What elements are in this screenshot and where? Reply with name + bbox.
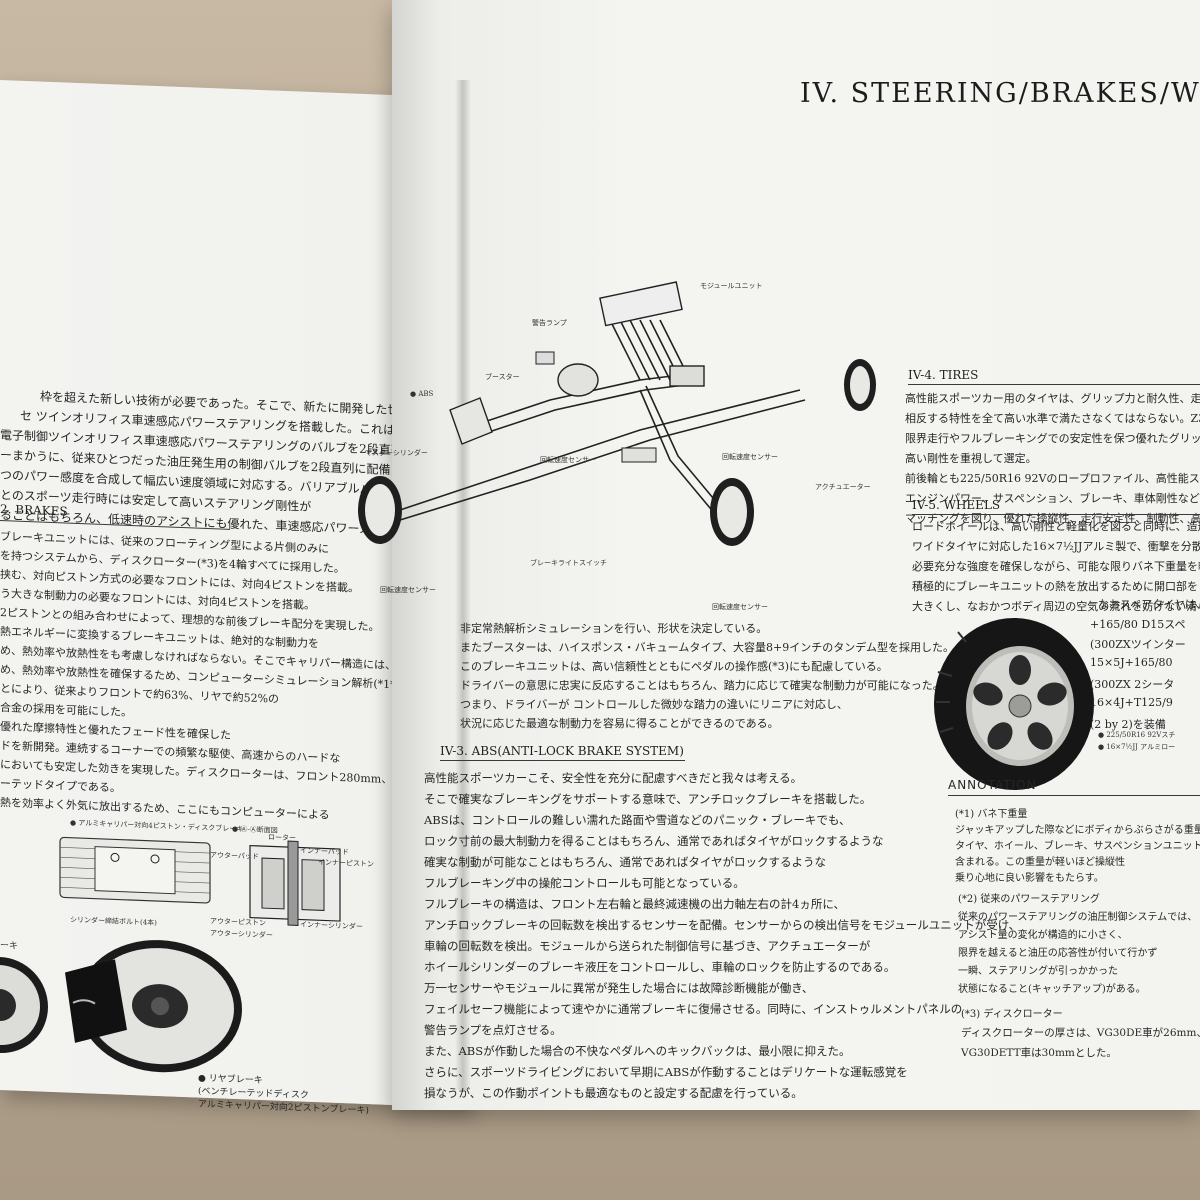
text-line: ーテッドタイプである。 [0, 777, 121, 795]
text-line: (300ZX 2シータ [1090, 678, 1175, 691]
text-line: そこで確実なブレーキングをサポートする意味で、アンチロックブレーキを搭載した。 [424, 792, 872, 806]
text-line: フルブレーキの構造は、フロント左右輪と最終減速機の出力軸左右の計4ヵ所に、 [424, 897, 845, 911]
section-rule [912, 514, 1200, 515]
label-booster: ブースター [485, 373, 520, 381]
note-title: (*1) バネ下重量 [955, 809, 1028, 820]
front-brake-disc-image [0, 956, 48, 1054]
note-line: 含まれる。この重量が軽いほど操縦性 [955, 857, 1125, 868]
text-line: また、ABSが作動した場合の不快なペダルへのキックバックは、最小限に抑えた。 [424, 1044, 851, 1058]
text-line: フェイルセーフ機能によって速やかに通常ブレーキに復帰させる。同時に、インストゥル… [424, 1002, 963, 1016]
abs-system-diagram [358, 281, 876, 546]
label-rotor: ローター [268, 833, 296, 843]
text-line: さらに、スポーツドライビングにおいて早期にABSが作動することはデリケートな運転… [424, 1065, 908, 1079]
brakes-section-title: 2. BRAKES [0, 502, 68, 519]
text-line: 相反する特性を全て高い水準で満たさなくてはならない。Z32では [905, 412, 1200, 425]
tire-wheel-image [934, 618, 1094, 790]
right-page [392, 0, 1200, 1110]
note-title: (*3) ディスクローター [961, 1009, 1063, 1020]
rear-brake-disc-image [65, 940, 242, 1073]
tire-caption-2: ● 16×7½JJ アルミロー [1098, 743, 1176, 751]
annotation-rule [948, 795, 1200, 796]
text-line: 高い剛性を重視して選定。 [905, 452, 1037, 465]
text-line: ロック寸前の最大制動力を得ることはもちろん、通常であればタイヤがロックするような [424, 834, 884, 848]
text-line: アンチロックブレーキの回転数を検出するセンサーを配備。センサーからの検出信号をモ… [424, 918, 1021, 932]
text-line: ロードホイールは、高い剛性と軽量化を図ると同時に、造形的な配慮 [912, 520, 1200, 533]
note-line: 従来のパワーステアリングの油圧制御システムでは、 [958, 912, 1198, 923]
section-heading: IV. STEERING/BRAKES/WHE [800, 78, 1200, 109]
note-line: VG30DETT車は30mmとした。 [961, 1047, 1117, 1059]
text-line: +165/80 D15スペ [1090, 618, 1186, 631]
abs-diagram-title: ● ABS [410, 390, 434, 398]
text-line: またブースターは、ハイスポンス・バキュームタイプ、大容量8+9インチのタンデム型… [460, 641, 955, 654]
label-speed-sensor-1: 回転速度センサー [540, 456, 596, 464]
label-warning-lamp: 警告ランプ [532, 319, 567, 327]
text-line: なおスペアタイヤは、 [1098, 598, 1200, 611]
abs-section-title: IV-3. ABS(ANTI-LOCK BRAKE SYSTEM) [440, 744, 684, 758]
text-line: エンジンパワー、サスペンション、ブレーキ、車体剛性などとの [905, 492, 1200, 505]
text-line: 合金の採用を可能にした。 [0, 701, 132, 720]
note-line: 限界を越えると油圧の応答性が付いて行かず [958, 948, 1158, 959]
label-speed-sensor-2: 回転速度センサー [722, 453, 778, 461]
note-line: アシスト量の変化が構造的に小さく、 [958, 930, 1128, 941]
text-line: 15×5J+165/80 [1090, 656, 1173, 669]
section-rule [440, 760, 685, 761]
text-line: 状況に応じた最適な制動力を容易に得ることができるのである。 [460, 717, 779, 730]
bolt-label: シリンダー締結ボルト(4本) [70, 915, 157, 928]
caliper-illustration-left [59, 836, 211, 904]
text-line: ホイールシリンダーのブレーキ液圧をコントロールし、車輪のロックを防止するのである… [424, 960, 896, 974]
note-title: (*2) 従来のパワーステアリング [958, 894, 1100, 905]
label-inner-pad: インナーパッド [300, 846, 349, 857]
label-master-cylinder: マスターシリンダー [365, 449, 428, 457]
text-line: (300ZXツインター [1090, 638, 1186, 651]
text-line: 警告ランプを点灯させる。 [424, 1023, 562, 1037]
text-line: 限界走行やフルブレーキングでの安定性を保つ優れたグリップ性能 [905, 432, 1200, 445]
text-line: 高性能スポーツカー用のタイヤは、グリップ力と耐久性、走行安定性と [905, 392, 1200, 405]
text-line: 16×4J+T125/9 [1090, 696, 1173, 709]
label-inner-cylinder: インナーシリンダー [300, 920, 363, 931]
text-line: 必要充分な強度を確保しながら、可能な限りバネ下重量を軽減 [912, 560, 1200, 573]
text-line: フルブレーキング中の操舵コントロールも可能となっている。 [424, 876, 745, 890]
text-line: 非定常熱解析シミュレーションを行い、形状を決定している。 [460, 622, 768, 635]
book-gutter [455, 80, 471, 1090]
text-line: 車輪の回転数を検出。モジュールから送られた制御信号に基づき、アクチュエーターが [424, 939, 871, 953]
label-brake-light-switch: ブレーキライトスイッチ [530, 559, 607, 567]
tires-section-title: IV-4. TIRES [908, 368, 979, 382]
text-line: (2 by 2)を装備 [1090, 718, 1166, 731]
text-line: ドライバーの意思に忠実に反応することはもちろん、踏力に応じて確実な制動力が可能に… [460, 679, 944, 692]
text-line: 損なうが、この作動ポイントも最適なものと設定する配慮を行っている。 [424, 1086, 803, 1100]
left-page: 枠を超えた新しい技術が必要であった。そこで、新たに開発した世界でも類を見ない。 … [0, 80, 551, 1116]
label-speed-sensor-3: 回転速度センサー [712, 603, 768, 611]
label-speed-sensor-4: 回転速度センサー [380, 586, 436, 594]
text-line: マッチングを図り、優れた操縦性、走行安定性、制動性、高速耐久性 [905, 512, 1200, 525]
text-line: 積極的にブレーキユニットの熱を放出するために開口部を [912, 580, 1198, 593]
text-line: 確実な制動が可能なことはもちろん、通常であればタイヤがロックするような [424, 855, 827, 869]
note-line: タイヤ、ホイール、ブレーキ、サスペンションユニット等が [955, 841, 1200, 852]
label-inner-piston: インナーピストン [318, 858, 374, 869]
section-rule [908, 384, 1200, 385]
caliper-cross-section [249, 840, 341, 926]
wheels-section-title: IV-5. WHEELS [912, 498, 1001, 512]
tire-caption-1: ● 225/50R16 92Vスチ [1098, 731, 1176, 739]
label-outer-piston: アウターピストン [210, 917, 266, 928]
text-line: ABSは、コントロールの難しい濡れた路面や雪道などのパニック・ブレーキでも、 [424, 813, 851, 827]
note-line: 状態になること(キャッチアップ)がある。 [958, 984, 1146, 995]
text-line: つまり、ドライバーが コントロールした微妙な踏力の違いにリニアに対応し、 [460, 698, 848, 711]
text-line: 万一センサーやモジュールに異常が発生した場合には故障診断機能が働き、 [424, 981, 814, 995]
note-line: 一瞬、ステアリングが引っかかった [958, 966, 1118, 977]
note-line: 乗り心地に良い影響をもたらす。 [955, 873, 1104, 884]
text-line: 熱を効率よく外気に放出するため、ここにもコンピューターによる [0, 796, 330, 822]
note-line: ジャッキアップした際などにボディからぶらさがる重量の合計。 [955, 825, 1200, 836]
label-outer-pad: アウターパッド [210, 851, 259, 861]
annotation-title: ANNOTATION [948, 778, 1037, 792]
text-line: ワイドタイヤに対応した16×7½JJアルミ製で、衝撃を分散しやす [912, 540, 1200, 553]
note-line: ディスクローターの厚さは、VG30DE車が26mm、 [961, 1027, 1200, 1039]
rear-brake-caption: ● リヤブレーキ (ベンチレーテッドディスク アルミキャリパー対向2ピストンブレ… [198, 1073, 369, 1119]
text-line: このブレーキユニットは、高い信頼性とともにペダルの操作感(*3)にも配慮している… [460, 660, 888, 673]
text-line: 前後輪とも225/50R16 92Vのロープロファイル、高性能スチールラジ [905, 472, 1200, 485]
text-line: 高性能スポーツカーこそ、安全性を充分に配慮すべきだと我々は考える。 [424, 771, 803, 785]
label-module-unit: モジュールユニット [700, 282, 763, 290]
label-actuator: アクチュエーター [815, 483, 871, 491]
text-line: 大きくし、なおかつボディ周辺の空気の流れを妨げない滑らか [912, 600, 1200, 613]
